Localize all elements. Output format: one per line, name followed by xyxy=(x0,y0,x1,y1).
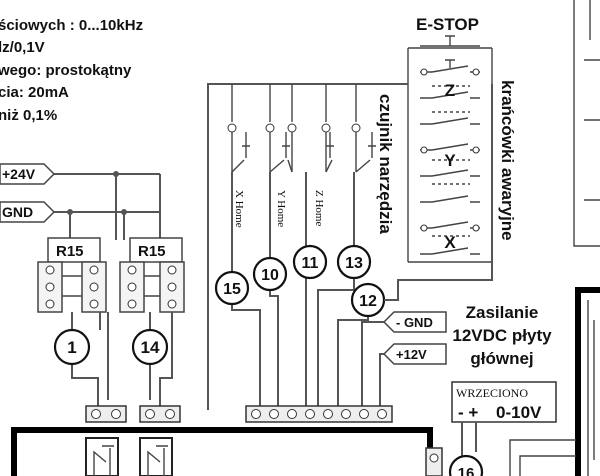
spec-line-1: ściowych : 0...10kHz xyxy=(0,17,143,34)
relay-label-1: R15 xyxy=(56,243,84,260)
node-16-label: 16 xyxy=(458,465,475,476)
node-16: 16 xyxy=(448,454,484,476)
gnd-supply-label: - GND xyxy=(396,315,433,330)
limit-switch-chain: Z Y X xyxy=(407,35,493,263)
estop-label: E-STOP xyxy=(416,15,479,34)
spec-line-2: lz/0,1V xyxy=(0,39,45,56)
node-12-label: 12 xyxy=(359,293,377,310)
right-board-outline xyxy=(575,287,600,476)
node-1: 1 xyxy=(53,328,91,366)
plus12v-tag: +12V xyxy=(382,343,447,365)
node-14: 14 xyxy=(131,328,169,366)
node-11-label: 11 xyxy=(302,255,319,272)
plus24v-tag xyxy=(0,163,56,185)
supply-label-line-2: 12VDC płyty xyxy=(452,326,552,345)
plus24v-label: +24V xyxy=(2,166,36,182)
supply-label-line-3: głównej xyxy=(470,349,533,368)
gnd-supply-tag: - GND xyxy=(382,311,447,333)
gnd-tag xyxy=(0,201,56,223)
plus12v-label: +12V xyxy=(396,347,427,362)
node-14-label: 14 xyxy=(141,338,160,357)
node-15-label: 15 xyxy=(223,281,241,298)
relay-block-2: R15 xyxy=(119,237,185,313)
node-10-label: 10 xyxy=(261,267,279,284)
spindle-polarity: - + xyxy=(458,403,478,422)
right-top-details xyxy=(584,0,600,201)
right-wires xyxy=(509,439,576,476)
node-1-label: 1 xyxy=(67,338,76,357)
spec-line-5: niż 0,1% xyxy=(0,107,57,124)
node-13-label: 13 xyxy=(345,255,363,272)
controller-board-outline xyxy=(11,427,433,476)
spindle-title: WRZECIONO xyxy=(456,386,528,400)
node-11: 11 xyxy=(292,244,328,280)
spindle-range: 0-10V xyxy=(496,403,542,422)
right-top-box xyxy=(573,0,600,247)
spec-line-4: cia: 20mA xyxy=(0,84,69,101)
gnd-label: GND xyxy=(2,204,33,220)
relay-label-2: R15 xyxy=(138,243,166,260)
home-label-y: Y Home xyxy=(275,190,287,227)
limit-switches-label: krańcówki awaryjne xyxy=(498,80,517,241)
supply-label-line-1: Zasilanie xyxy=(466,303,539,322)
node-13: 13 xyxy=(336,244,372,280)
terminal-strip-main xyxy=(245,405,393,423)
output-relays xyxy=(85,437,173,476)
right-board-pins xyxy=(587,300,595,476)
relay-block-1: R15 xyxy=(37,237,107,313)
home-label-z: Z Home xyxy=(313,190,325,226)
home-label-x: X Home xyxy=(233,190,245,228)
home-switches xyxy=(227,84,376,173)
spec-line-3: wego: prostokątny xyxy=(0,62,132,79)
terminal-strip-relays xyxy=(85,405,181,423)
node-12: 12 xyxy=(350,282,386,318)
node-15: 15 xyxy=(214,270,250,306)
axis-marker-x: X xyxy=(444,233,456,252)
spec-block: ściowych : 0...10kHz lz/0,1V wego: prost… xyxy=(0,17,143,124)
axis-marker-z: Z xyxy=(445,81,455,100)
axis-marker-y: Y xyxy=(444,151,456,170)
tool-sensor-label: czujnik narzędzia xyxy=(376,94,395,234)
node-10: 10 xyxy=(252,256,288,292)
power-rails: +24V GND xyxy=(0,163,161,240)
spindle-box: WRZECIONO - + 0-10V xyxy=(451,381,557,476)
